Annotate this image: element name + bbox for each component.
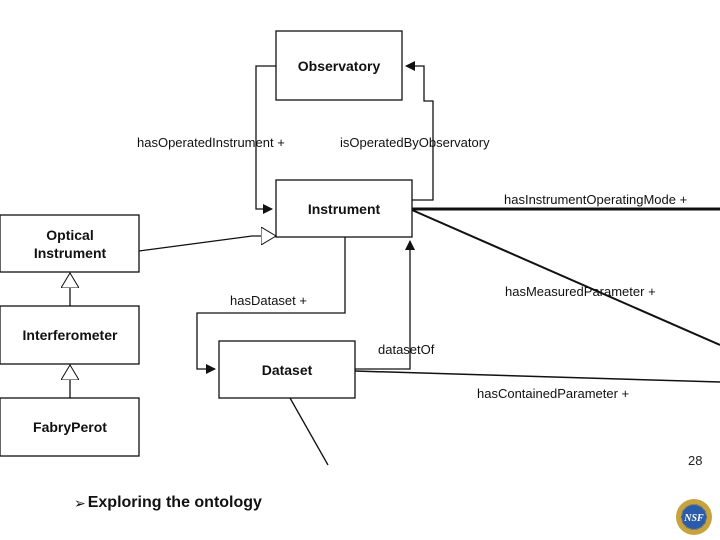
optical-instrument-label-line2: Instrument — [34, 245, 107, 261]
label-is-operated-by-observatory: isOperatedByObservatory — [340, 135, 490, 150]
edge-has-dataset — [196, 237, 346, 374]
bullet-text: Exploring the ontology — [87, 494, 262, 511]
edge-optical-subclass-of-instrument — [138, 236, 276, 252]
edge-has-contained-parameter — [354, 370, 720, 383]
edge-dataset-downward — [289, 397, 329, 466]
observatory-label: Observatory — [298, 58, 381, 74]
logo-text: NSF — [683, 513, 704, 524]
optical-instrument-box — [0, 214, 140, 273]
optical-instrument-label-line1: Optical — [46, 227, 93, 243]
edge-dataset-of — [355, 240, 415, 370]
bullet-arrow-icon: ➢ — [74, 494, 86, 511]
instrument-label: Instrument — [308, 201, 381, 217]
label-dataset-of: datasetOf — [378, 342, 435, 357]
fabry-perot-box — [0, 397, 140, 457]
instrument-box — [275, 179, 413, 238]
observatory-box — [275, 30, 403, 101]
label-has-dataset: hasDataset + — [230, 293, 307, 308]
label-has-measured-parameter: hasMeasuredParameter + — [505, 284, 656, 299]
interferometer-label: Interferometer — [23, 327, 118, 343]
label-has-contained-parameter: hasContainedParameter + — [477, 386, 629, 401]
label-has-instrument-operating-mode: hasInstrumentOperatingMode + — [504, 192, 687, 207]
interferometer-box — [0, 305, 140, 365]
edge-is-operated-by-observatory — [405, 61, 434, 201]
nsf-logo-icon: NSF — [676, 499, 712, 535]
label-has-operated-instrument: hasOperatedInstrument + — [137, 135, 285, 150]
edge-has-operated-instrument — [255, 65, 276, 214]
dataset-label: Dataset — [262, 362, 313, 378]
edge-has-measured-parameter — [411, 209, 720, 346]
page-number: 28 — [688, 453, 703, 468]
fabry-perot-label: FabryPerot — [33, 419, 107, 435]
bullet-point: ➢ Exploring the ontology — [74, 494, 262, 512]
